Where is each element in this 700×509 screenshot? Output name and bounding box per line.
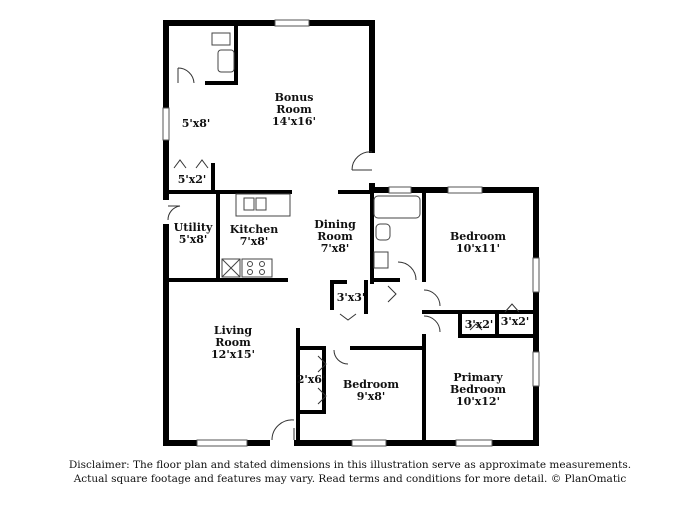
primary-dims: 10'x12' [456,395,500,408]
kitchen-sink-icon [243,197,255,211]
living-name-2: Room [215,336,251,349]
primary-name-1: Primary [453,371,503,384]
closet-5x2-dims: 5'x2' [178,173,207,186]
closet-2x6-dims: 2'x6' [297,373,326,386]
living-name-1: Living [214,324,252,337]
room-labels: Bonus Room 14'x16' 5'x8' 5'x2' Utility 5… [174,91,530,408]
dining-name-1: Dining [314,218,356,231]
toilet-icon [211,32,231,46]
utility-dims: 5'x8' [179,233,208,246]
closet-5x8-dims: 5'x8' [182,117,211,130]
bedroom-s-dims: 9'x8' [357,390,386,403]
sink-icon [217,49,235,73]
stove-icon [241,258,273,278]
bonus-room-dims: 14'x16' [272,115,316,128]
bonus-room-name-2: Room [276,103,312,116]
disclaimer-line-1: Disclaimer: The floor plan and stated di… [68,459,632,471]
utility-name: Utility [174,221,213,234]
living-dims: 12'x15' [211,348,255,361]
closet-3x2-b-dims: 3'x2' [501,315,530,328]
dining-dims: 7'x8' [321,242,350,255]
bonus-room-name-1: Bonus [275,91,314,104]
kitchen-dims: 7'x8' [240,235,269,248]
bedroom-ne-name: Bedroom [450,230,506,243]
dining-name-2: Room [317,230,353,243]
windows [162,19,540,447]
bath-sink-icon [373,251,389,269]
kitchen-name: Kitchen [230,223,279,236]
bedroom-s-name: Bedroom [343,378,399,391]
bedroom-ne-dims: 10'x11' [456,242,500,255]
doors [163,67,520,446]
bathtub-icon [373,195,421,219]
fixtures [211,32,421,278]
closet-3x2-a-dims: 3'x2' [465,318,494,331]
disclaimer-line-2: Actual square footage and features may v… [73,473,627,485]
primary-name-2: Bedroom [450,383,506,396]
closet-3x3-dims: 3'x3' [337,291,366,304]
toilet-icon-2 [375,223,391,241]
